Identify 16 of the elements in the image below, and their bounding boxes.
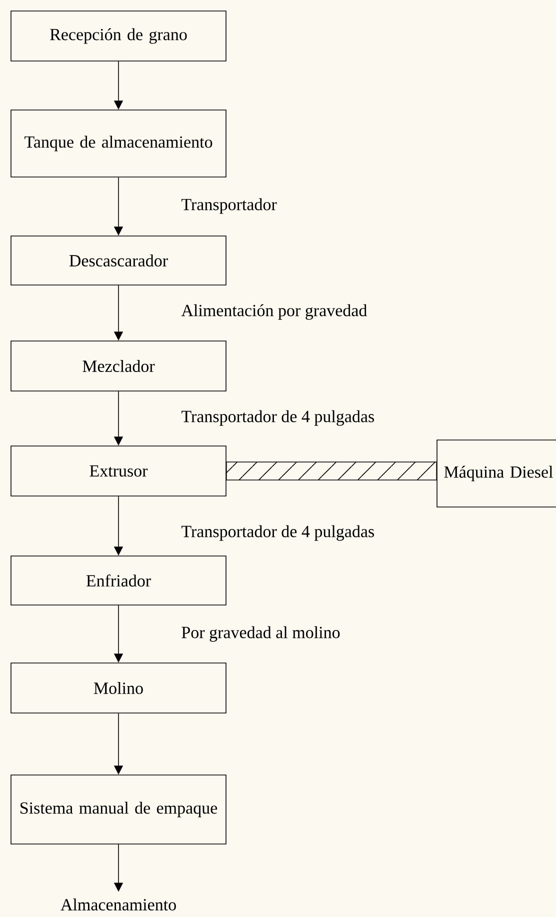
process-box: Recepción de grano (10, 10, 226, 62)
process-box: Máquina Diesel (436, 440, 556, 508)
process-box: Extrusor (10, 446, 226, 496)
edge-label: Transportador de 4 pulgadas (182, 525, 374, 541)
edge-label: Alimentación por gravedad (181, 304, 367, 320)
edge-label: Transportador de 4 pulgadas (182, 410, 374, 426)
process-box: Mezclador (10, 340, 226, 392)
process-box: Sistema manual de empaque (10, 774, 226, 844)
process-box: Descascarador (10, 236, 226, 286)
edge-label: Por gravedad al molino (182, 626, 340, 642)
output-label: Almacenamiento (60, 898, 176, 910)
edge-label: Transportador (182, 198, 277, 214)
process-box: Molino (10, 662, 226, 714)
drive-shaft (226, 462, 437, 480)
process-box: Tanque de almacenamiento (10, 110, 226, 178)
process-box: Enfriador (10, 556, 226, 606)
